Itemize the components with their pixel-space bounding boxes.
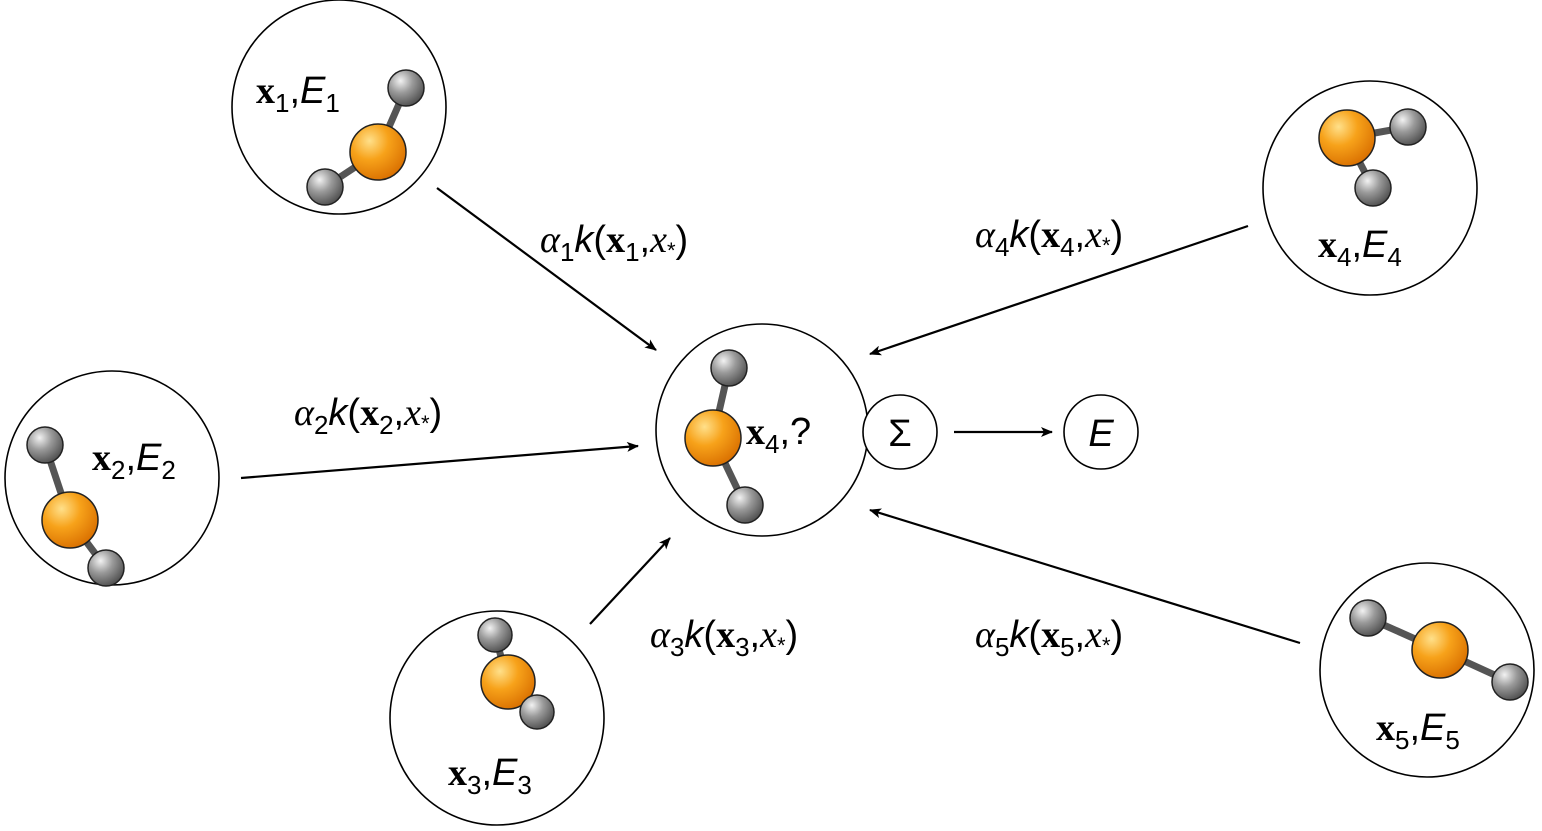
atom-center — [1411, 621, 1469, 679]
sample-label-1: x1,E1 — [256, 70, 340, 118]
sample-node-3: x3,E3 — [389, 610, 605, 826]
atom-center — [349, 123, 407, 181]
sample-node-4: x4,E4 — [1262, 80, 1478, 296]
molecule-4 — [1318, 108, 1427, 207]
atom-center — [1318, 109, 1376, 167]
output-energy: E — [1088, 413, 1114, 455]
atom-hydrogen — [1349, 599, 1387, 637]
query-node: x4,? — [655, 323, 869, 537]
atom-center — [41, 491, 99, 549]
sample-node-2: x2,E2 — [4, 370, 220, 587]
arrow-4-to-query — [869, 224, 1249, 356]
weight-label-1: α1k(x1,x*) — [540, 219, 688, 267]
atom-hydrogen — [726, 486, 764, 524]
sample-label-2: x2,E2 — [92, 437, 176, 485]
atom-hydrogen — [387, 69, 425, 107]
atom-hydrogen — [1491, 663, 1529, 701]
query-molecule — [684, 349, 764, 524]
arrow-1-to-query — [436, 187, 657, 351]
sum-node: Σ — [862, 394, 938, 470]
molecule-1 — [306, 69, 425, 206]
atom-hydrogen — [1389, 108, 1427, 146]
weight-label-4: α4k(x4,x*) — [975, 214, 1123, 262]
atom-hydrogen — [87, 549, 125, 587]
atom-center — [684, 409, 742, 467]
weight-label-5: α5k(x5,x*) — [975, 614, 1123, 662]
atom-center — [480, 654, 536, 710]
sample-node-5: x5,E5 — [1319, 562, 1535, 778]
output-node: E — [1063, 394, 1139, 470]
arrows — [240, 187, 1301, 645]
atom-hydrogen — [710, 349, 748, 387]
atom-hydrogen — [306, 168, 344, 206]
sum-symbol: Σ — [888, 413, 912, 455]
weight-label-3: α3k(x3,x*) — [650, 614, 798, 662]
molecule-2 — [26, 426, 125, 587]
atom-hydrogen — [26, 426, 64, 464]
sample-label-5: x5,E5 — [1376, 707, 1460, 755]
arrow-2-to-query — [240, 441, 639, 480]
atom-hydrogen — [519, 694, 555, 730]
arrow-5-to-query — [869, 508, 1301, 645]
molecule-3 — [477, 617, 555, 730]
atom-hydrogen — [1354, 169, 1392, 207]
arrow-3-to-query — [589, 537, 671, 625]
molecule-5 — [1349, 599, 1529, 701]
sample-label-3: x3,E3 — [448, 752, 532, 800]
weight-label-2: α2k(x2,x*) — [294, 392, 442, 440]
query-label: x4,? — [746, 411, 811, 459]
sample-label-4: x4,E4 — [1318, 224, 1402, 272]
atom-hydrogen — [477, 617, 513, 653]
sample-node-1: x1,E1 — [231, 0, 447, 215]
